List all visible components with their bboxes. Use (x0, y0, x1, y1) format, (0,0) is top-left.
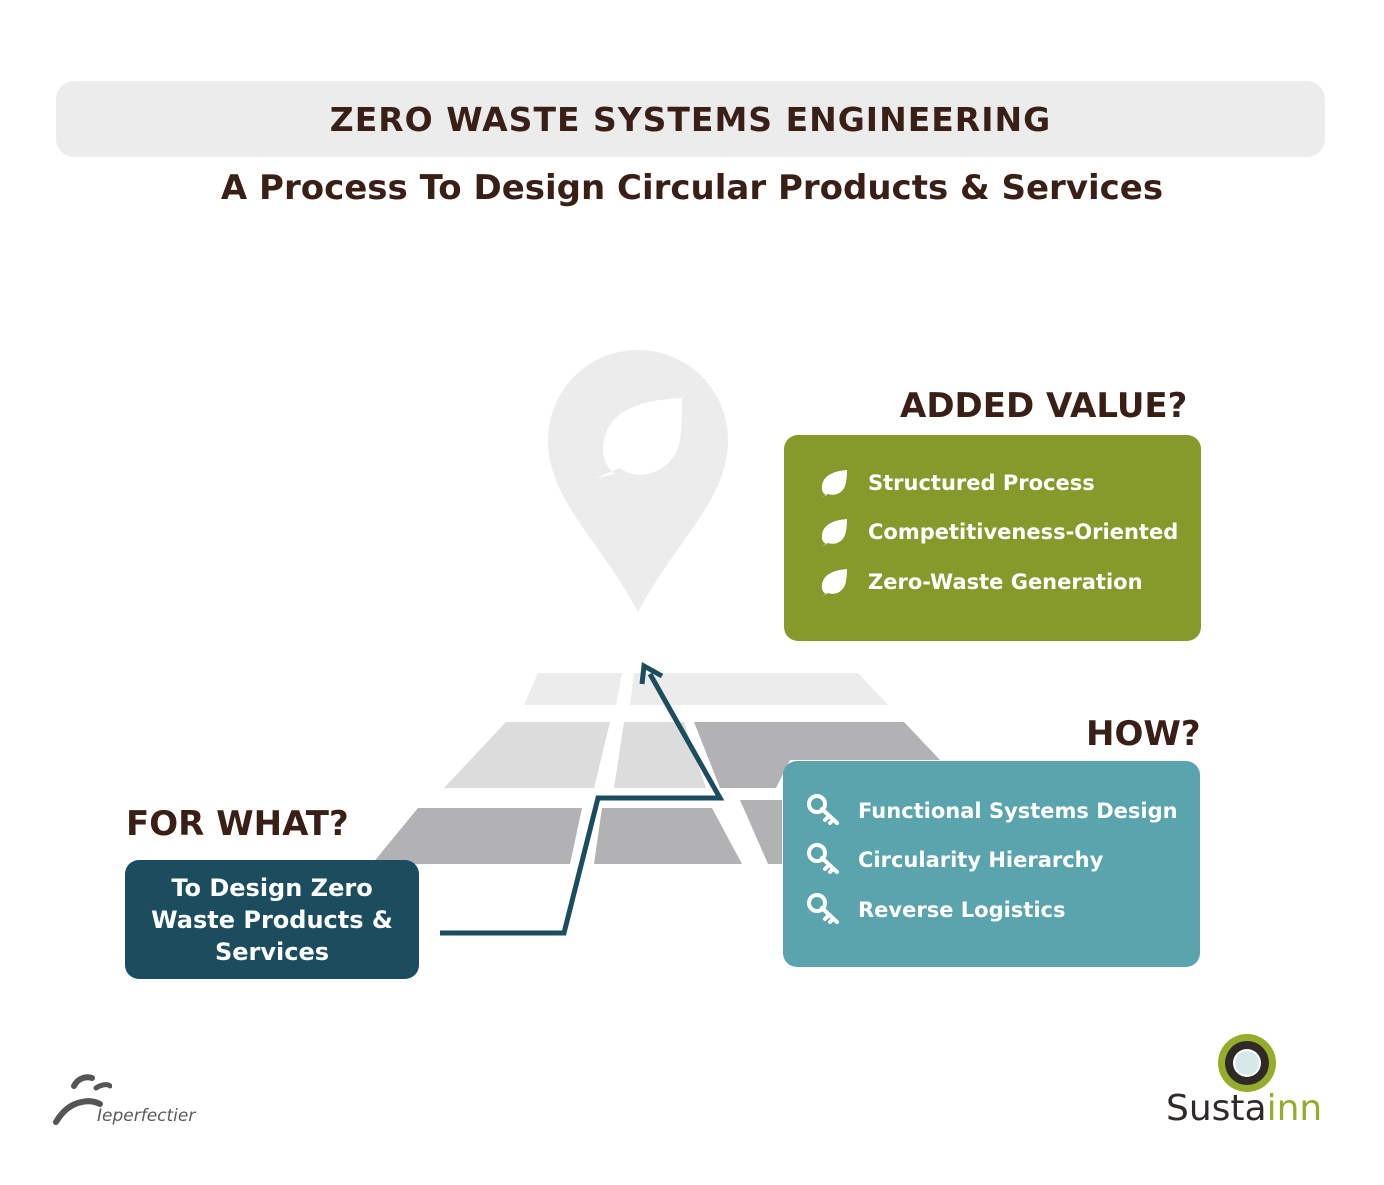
page-subtitle: A Process To Design Circular Products & … (220, 168, 1164, 208)
leaf-icon (817, 565, 851, 599)
grid-tile (740, 800, 782, 864)
added-value-heading: ADDED VALUE? (900, 386, 1188, 426)
grid-tile (694, 722, 940, 788)
grid-tile (614, 722, 706, 788)
added-value-item-label: Competitiveness-Oriented (868, 520, 1179, 544)
list-item: Competitiveness-Oriented (784, 512, 1178, 552)
added-value-item-label: Zero-Waste Generation (868, 570, 1143, 594)
for-what-text: To Design Zero Waste Products & Services (151, 873, 393, 966)
key-icon (807, 794, 841, 828)
how-heading: HOW? (1086, 714, 1201, 754)
key-icon (807, 843, 841, 877)
sustainn-suffix: inn (1266, 1088, 1323, 1129)
ieperfectier-logo: Ieperfectier (52, 1072, 202, 1132)
for-what-box: To Design Zero Waste Products & Services (125, 860, 419, 979)
how-item-label: Reverse Logistics (858, 898, 1066, 922)
title-bar: ZERO WASTE SYSTEMS ENGINEERING (56, 81, 1325, 157)
list-item: Functional Systems Design (783, 791, 1178, 831)
added-value-item-label: Structured Process (868, 471, 1095, 495)
ieperfectier-mark-icon (53, 1074, 113, 1125)
arrow-head-icon (639, 661, 664, 685)
how-item-label: Functional Systems Design (858, 799, 1178, 823)
location-pin-icon (548, 350, 728, 612)
grid-tile (524, 673, 622, 705)
grid-tile (594, 808, 742, 864)
key-icon (807, 893, 841, 927)
added-value-box: Structured Process Competitiveness-Orien… (784, 435, 1201, 641)
list-item: Reverse Logistics (783, 890, 1065, 930)
sustainn-ring-icon (1218, 1034, 1276, 1092)
for-what-heading: FOR WHAT? (126, 804, 349, 844)
pin-leaf-icon (596, 398, 682, 478)
leaf-icon (817, 466, 851, 500)
ieperfectier-text: Ieperfectier (97, 1106, 196, 1126)
page-title: ZERO WASTE SYSTEMS ENGINEERING (329, 99, 1052, 139)
grid-tile (630, 673, 888, 705)
list-item: Structured Process (784, 463, 1095, 503)
grid-tile (444, 722, 610, 788)
path-arrow (440, 672, 725, 936)
leaf-icon (817, 515, 851, 549)
how-box: Functional Systems Design Circularity Hi… (783, 761, 1200, 967)
how-item-label: Circularity Hierarchy (858, 848, 1104, 872)
list-item: Circularity Hierarchy (783, 840, 1103, 880)
list-item: Zero-Waste Generation (784, 562, 1143, 602)
sustainn-logo-text: Sustainn (1166, 1088, 1322, 1129)
grid-tile (372, 808, 582, 864)
sustainn-prefix: Susta (1166, 1088, 1267, 1129)
